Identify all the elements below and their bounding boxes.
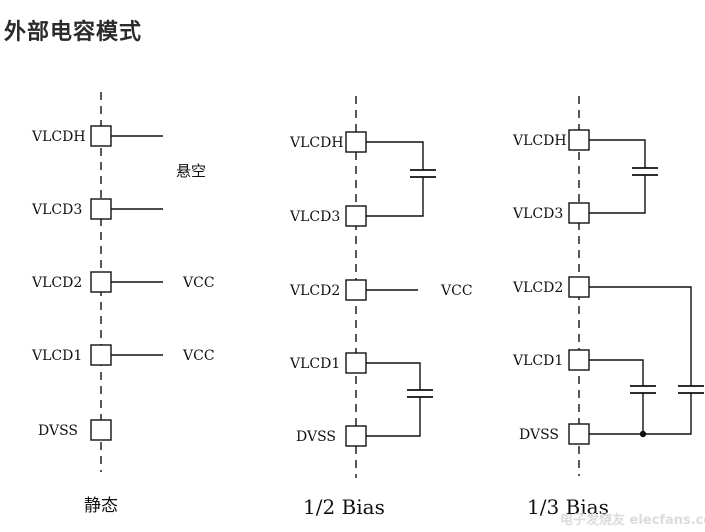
static-label-vcc-vlcd1: VCC	[182, 348, 215, 364]
half-pin-vlcd3	[345, 205, 367, 227]
static-pin-vlcd1	[90, 344, 112, 366]
page-title: 外部电容模式	[4, 20, 143, 45]
static-label-vlcd2: VLCD2	[31, 275, 82, 291]
third-label-vlcd2: VLCD2	[512, 280, 563, 296]
third-cap1-bottom-wire	[589, 175, 646, 214]
static-label-vlcd1: VLCD1	[31, 348, 82, 364]
static-label-vcc-vlcd2: VCC	[182, 275, 215, 291]
static-pin-vlcd2	[90, 271, 112, 293]
half-cap1-bottom-wire	[366, 177, 424, 217]
half-caption: 1/2 Bias	[303, 495, 385, 519]
half-pin-vlcdh	[345, 131, 367, 153]
half-label-vlcd3: VLCD3	[289, 209, 340, 225]
third-cap1-top-wire	[589, 139, 646, 168]
watermark: 电子发烧友 elecfans.com	[560, 512, 705, 528]
half-label-vcc: VCC	[440, 283, 473, 299]
third-pin-vlcdh	[568, 129, 590, 151]
third-cap3-bottom-wire	[589, 393, 692, 435]
half-label-vlcd1: VLCD1	[289, 356, 340, 372]
static-label-vlcdh: VLCDH	[31, 129, 86, 145]
third-cap-vlcd2-wire	[589, 286, 692, 386]
third-cap2-top-wire	[589, 359, 644, 386]
static-pin-vlcd3	[90, 198, 112, 220]
third-pin-vlcd1	[568, 349, 590, 371]
static-pin-dvss	[90, 419, 112, 441]
third-pin-vlcd3	[568, 202, 590, 224]
third-caption: 1/3 Bias	[527, 495, 609, 519]
static-caption: 静态	[84, 496, 118, 516]
half-pin-vlcd1	[345, 352, 367, 374]
third-label-vlcd1: VLCD1	[512, 353, 563, 369]
half-label-dvss: DVSS	[296, 429, 336, 445]
half-label-vlcdh: VLCDH	[289, 135, 344, 151]
half-pin-vlcd2	[345, 279, 367, 301]
half-cap1-top-wire	[366, 141, 424, 170]
static-label-float: 悬空	[176, 162, 206, 180]
half-pin-dvss	[345, 425, 367, 447]
third-label-vlcd3: VLCD3	[512, 206, 563, 222]
static-pin-vlcdh	[90, 125, 112, 147]
third-bias-diagram	[568, 96, 704, 476]
third-junction-dot	[639, 430, 647, 438]
half-label-vlcd2: VLCD2	[289, 283, 340, 299]
third-pin-vlcd2	[568, 276, 590, 298]
static-label-vlcd3: VLCD3	[31, 202, 82, 218]
third-pin-dvss	[568, 423, 590, 445]
half-bias-diagram	[345, 96, 436, 478]
static-diagram	[90, 92, 163, 472]
static-label-dvss: DVSS	[38, 423, 78, 439]
half-cap2-bottom-wire	[366, 397, 421, 437]
third-label-dvss: DVSS	[519, 427, 559, 443]
half-cap2-top-wire	[366, 362, 421, 390]
third-label-vlcdh: VLCDH	[512, 133, 567, 149]
